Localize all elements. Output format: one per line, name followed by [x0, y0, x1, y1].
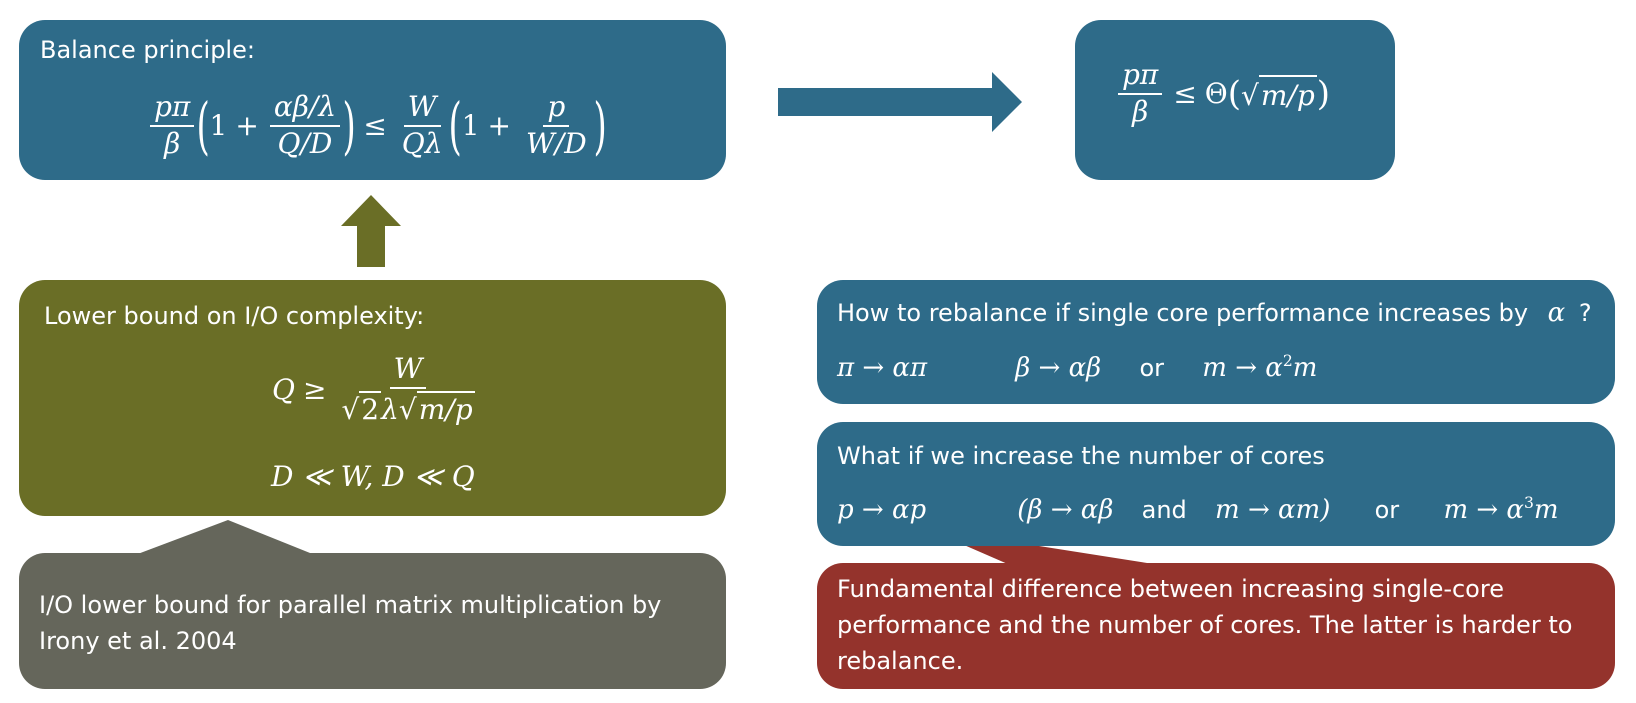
- lower-bound-fraction: W √ 2 λ √ m/p: [341, 352, 475, 426]
- lhs-fraction: pπ β: [150, 91, 195, 160]
- result-fraction: pπ β: [1118, 59, 1163, 128]
- rebalance-cores-question: What if we increase the number of cores: [837, 442, 1325, 470]
- balance-equation: pπ β ( 1 + αβ/λ Q/D ) ≤ W Qλ ( 1 + p W/D…: [147, 88, 607, 162]
- rebalance-cores-expressions: p → αp (β → αβ and m → αm) or m → α3m: [837, 494, 1559, 525]
- up-arrow: [341, 195, 401, 267]
- result-equation: pπ β ≤ Θ ( √ m/p ): [1115, 59, 1330, 128]
- result-sqrt: √ m/p: [1241, 75, 1317, 112]
- term1-fraction: αβ/λ Q/D: [269, 91, 341, 160]
- lower-bound-equation: Q ≥ W √ 2 λ √ m/p: [272, 352, 482, 426]
- note-text: Fundamental difference between increasin…: [837, 575, 1573, 675]
- lower-bound-condition: D ≪ W, D ≪ Q: [271, 460, 475, 493]
- citation-text: I/O lower bound for parallel matrix mult…: [39, 591, 662, 655]
- left-paren: (: [196, 88, 211, 162]
- lower-bound-box: Lower bound on I/O complexity: Q ≥ W √ 2…: [19, 280, 726, 516]
- balance-principle-heading: Balance principle:: [40, 36, 255, 64]
- fundamental-difference-note: Fundamental difference between increasin…: [817, 563, 1615, 689]
- citation-callout-pointer: [135, 520, 315, 555]
- rebalance-single-question: How to rebalance if single core performa…: [837, 298, 1592, 328]
- result-box: pπ β ≤ Θ ( √ m/p ): [1075, 20, 1395, 180]
- alpha-factor: α: [1547, 298, 1566, 328]
- citation-box: I/O lower bound for parallel matrix mult…: [19, 553, 726, 689]
- lower-bound-heading: Lower bound on I/O complexity:: [44, 302, 425, 330]
- right-paren-2: ): [593, 88, 607, 162]
- term2-fraction: p W/D: [525, 90, 587, 160]
- rebalance-cores-box: What if we increase the number of cores …: [817, 422, 1615, 546]
- balance-principle-box: Balance principle: pπ β ( 1 + αβ/λ Q/D )…: [19, 20, 726, 180]
- rhs-fraction: W Qλ: [401, 90, 443, 160]
- right-paren: ): [342, 88, 356, 162]
- rebalance-single-box: How to rebalance if single core performa…: [817, 280, 1615, 404]
- left-paren-2: (: [448, 88, 463, 162]
- right-arrow: [778, 72, 1022, 132]
- rebalance-single-expressions: π → απ β → αβ or m → α2m: [837, 352, 1318, 383]
